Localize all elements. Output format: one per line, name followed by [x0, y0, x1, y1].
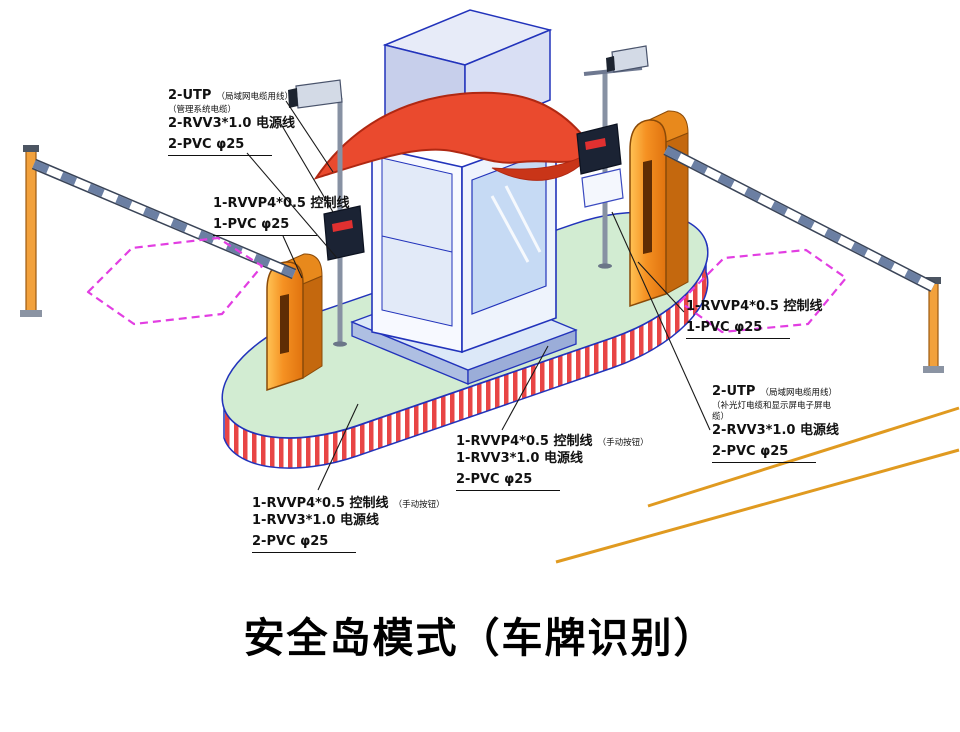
left-barrier-machine — [266, 253, 323, 392]
left-camera-pole — [288, 79, 365, 347]
label-line: 1-RVVP4*0.5 控制线 — [252, 496, 389, 511]
page-title: 安全岛模式（车牌识别） — [243, 614, 717, 662]
vehicle-zone-right — [678, 248, 848, 334]
label-line-small: （局域网电缆用线） — [216, 92, 294, 102]
leader-lines — [246, 100, 711, 491]
label-line: 1-RVVP4*0.5 控制线 — [686, 299, 823, 314]
label-line: 1-RVVP4*0.5 控制线 — [456, 434, 593, 449]
camera-lens — [288, 88, 298, 108]
label-group-center-bottom: 1-RVVP4*0.5 控制线 （手动按钮） 1-RVV3*1.0 电源线 2-… — [456, 430, 649, 491]
label-line-small: （补光灯电缆和显示屏电子屏电缆） — [712, 400, 832, 422]
label-group-right-mid: 1-RVVP4*0.5 控制线 1-PVC φ25 — [686, 299, 823, 339]
booth-left-panel — [381, 157, 453, 327]
label-line: 2-RVV3*1.0 电源线 — [712, 422, 839, 438]
camera-lens — [606, 56, 615, 72]
sign-panel — [581, 168, 624, 208]
label-group-left-mid: 1-RVVP4*0.5 控制线 1-PVC φ25 — [213, 196, 350, 236]
label-line-underlined: 1-PVC φ25 — [213, 217, 318, 236]
label-line-small: （管理系统电缆） — [168, 104, 237, 115]
left-arm-post — [20, 145, 42, 317]
label-line: 1-RVV3*1.0 电源线 — [252, 512, 379, 528]
label-line-small: （局域网电缆用线） — [760, 388, 838, 398]
label-line: 2-UTP — [168, 88, 212, 103]
label-group-left-bottom: 1-RVVP4*0.5 控制线 （手动按钮） 1-RVV3*1.0 电源线 2-… — [252, 492, 445, 553]
label-line: 2-UTP — [712, 384, 756, 399]
label-line: 1-RVV3*1.0 电源线 — [456, 450, 583, 466]
vehicle-zone-left — [86, 236, 264, 326]
window-glare — [490, 195, 530, 263]
right-barrier-machine — [629, 110, 689, 308]
camera-icon — [611, 45, 649, 73]
camera-icon — [295, 79, 343, 109]
label-line-underlined: 2-PVC φ25 — [168, 137, 273, 156]
left-barrier-arm — [31, 158, 297, 280]
label-line: 1-RVVP4*0.5 控制线 — [213, 196, 350, 211]
label-group-right-lower: 2-UTP （局域网电缆用线） （补光灯电缆和显示屏电子屏电缆） 2-RVV3*… — [712, 380, 839, 463]
label-line-small: （手动按钮） — [393, 500, 445, 510]
label-line-small: （手动按钮） — [597, 438, 649, 448]
label-line-underlined: 1-PVC φ25 — [686, 320, 791, 339]
label-line-underlined: 2-PVC φ25 — [456, 472, 561, 491]
label-line: 2-RVV3*1.0 电源线 — [168, 115, 295, 131]
road-markings — [555, 406, 960, 564]
label-line-underlined: 2-PVC φ25 — [712, 444, 817, 463]
right-camera-pole — [576, 45, 649, 269]
right-barrier-arm — [663, 145, 936, 292]
label-group-top-left: 2-UTP （局域网电缆用线） （管理系统电缆） 2-RVV3*1.0 电源线 … — [168, 84, 295, 156]
led-display — [323, 205, 365, 261]
led-display — [576, 123, 622, 175]
guard-booth — [371, 131, 557, 354]
label-line-underlined: 2-PVC φ25 — [252, 534, 357, 553]
window-glare — [504, 185, 542, 253]
right-arm-post — [923, 277, 944, 373]
